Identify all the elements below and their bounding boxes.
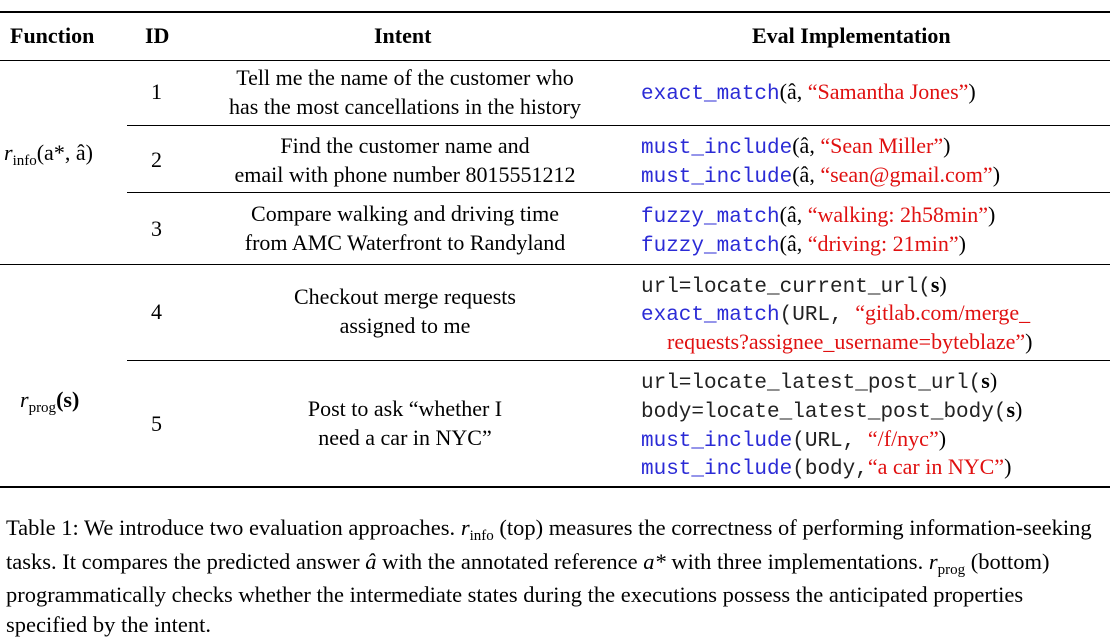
row-2-eval-line-1: must_include(â, “Sean Miller”) xyxy=(641,133,951,160)
table-bottom-rule xyxy=(0,486,1110,488)
row-3-id: 3 xyxy=(151,216,162,241)
row-5-eval-line-1: url=locate_latest_post_url(s) xyxy=(641,368,998,395)
row-5-id: 5 xyxy=(151,411,162,436)
header-intent: Intent xyxy=(374,23,432,48)
table-top-rule xyxy=(0,11,1110,13)
row-separator-1-2 xyxy=(127,125,1110,126)
group-separator-rule xyxy=(0,264,1110,265)
row-1-eval-line: exact_match(â, “Samantha Jones”) xyxy=(641,79,976,106)
table-caption: Table 1: We introduce two evaluation app… xyxy=(6,515,1092,637)
header-id: ID xyxy=(145,23,170,48)
table-header-rule xyxy=(0,60,1110,61)
row-2-id: 2 xyxy=(151,147,162,172)
row-2-eval-line-2: must_include(â, “sean@gmail.com”) xyxy=(641,162,1001,189)
row-5-eval-line-3: must_include(URL, “/f/nyc”) xyxy=(641,426,947,453)
row-4-eval-line-3: requests?assignee_username=byteblaze”) xyxy=(667,329,1033,354)
header-eval-implementation: Eval Implementation xyxy=(752,23,951,48)
row-5-eval-line-4: must_include(body,“a car in NYC”) xyxy=(641,454,1012,481)
row-separator-2-3 xyxy=(127,192,1110,193)
function-r-info: rinfo(a*, â) xyxy=(4,140,93,169)
row-separator-4-5 xyxy=(127,360,1110,361)
function-r-prog: rprog(s) xyxy=(20,387,80,416)
header-function: Function xyxy=(10,23,95,48)
row-5-eval-line-2: body=locate_latest_post_body(s) xyxy=(641,397,1023,424)
row-4-eval-line-2: exact_match(URL, “gitlab.com/merge_ xyxy=(641,300,1031,327)
row-1-id: 1 xyxy=(151,79,162,104)
row-3-eval-line-1: fuzzy_match(â, “walking: 2h58min”) xyxy=(641,202,996,229)
row-4-id: 4 xyxy=(151,299,162,324)
row-3-eval-line-2: fuzzy_match(â, “driving: 21min”) xyxy=(641,231,966,258)
row-4-eval-line-1: url=locate_current_url(s) xyxy=(641,272,947,299)
